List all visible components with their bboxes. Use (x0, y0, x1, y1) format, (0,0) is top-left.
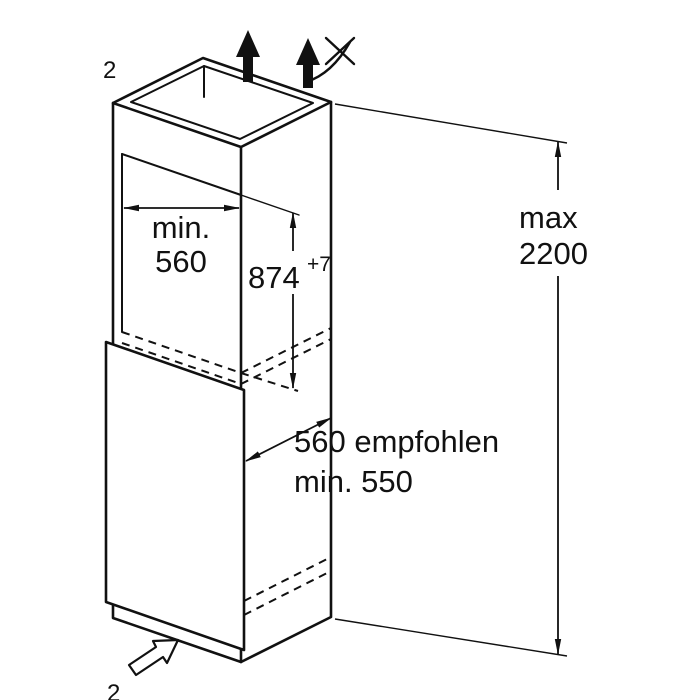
top-rail-bottom-edge (121, 153, 242, 196)
no-duct-icon (304, 36, 356, 84)
width-dimension: min. 560 (123, 204, 240, 279)
total-height-extension-top (334, 103, 568, 144)
niche-height-dimension: 874 +7 (248, 212, 331, 389)
bottom-corner-label: 2 (107, 680, 120, 700)
lower-door-panel (104, 340, 246, 652)
niche-interior (121, 65, 314, 333)
total-height-dimension: max 2200 (334, 103, 588, 657)
air-out-arrow-icon (236, 30, 260, 82)
niche-width-label-line2: 560 (155, 244, 207, 279)
depth-label-line2: min. 550 (294, 464, 413, 499)
total-height-label-line2: 2200 (519, 236, 588, 271)
air-in-arrow-icon (127, 638, 180, 677)
niche-height-tolerance: +7 (307, 253, 331, 276)
hidden-floor-edges (121, 327, 332, 392)
air-out-arrow-icon (296, 38, 320, 88)
ceiling-extension-line (240, 194, 300, 216)
top-vent-opening (130, 65, 314, 140)
niche-width-label-line1: min. (152, 210, 211, 245)
total-height-label-line1: max (519, 200, 578, 235)
depth-dimension-line (245, 417, 332, 462)
top-corner-label: 2 (103, 57, 116, 84)
airflow-icons (127, 30, 356, 677)
depth-label-line1: 560 empfohlen (294, 424, 499, 459)
niche-height-value: 874 (248, 260, 300, 295)
hidden-plinth-edges (243, 556, 332, 616)
depth-dimension: 560 empfohlen min. 550 (245, 417, 499, 499)
total-height-extension-bottom (334, 618, 568, 657)
